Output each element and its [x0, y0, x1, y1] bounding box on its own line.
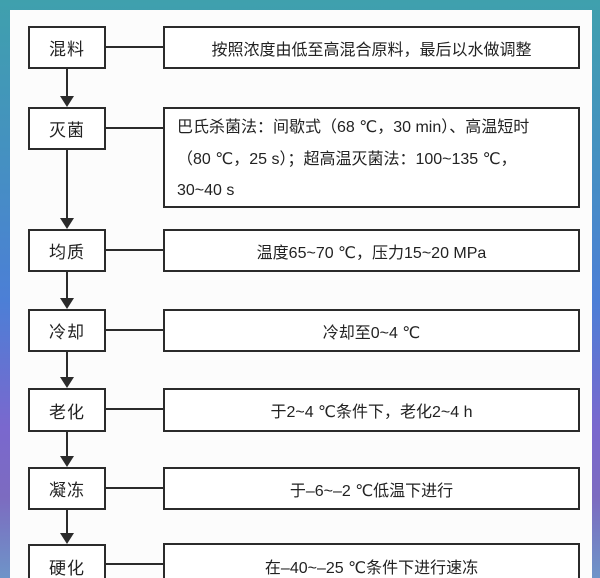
connector-line-aging: [106, 408, 163, 410]
step-box-hardening: 硬化: [28, 544, 106, 578]
arrow-shaft: [66, 432, 68, 457]
desc-box-sterilization: 巴氏杀菌法：间歇式（68 ℃，30 min）、高温短时 （80 ℃，25 s）；…: [163, 107, 580, 208]
arrowhead-icon: [60, 533, 74, 544]
arrow-shaft: [66, 352, 68, 378]
arrowhead-icon: [60, 456, 74, 467]
connector-line-mixing: [106, 46, 163, 48]
arrow-down-icon: [60, 69, 74, 107]
connector-line-freezing: [106, 487, 163, 489]
desc-box-mixing: 按照浓度由低至高混合原料，最后以水做调整: [163, 26, 580, 69]
desc-box-cooling: 冷却至0~4 ℃: [163, 309, 580, 352]
arrowhead-icon: [60, 96, 74, 107]
desc-line: （80 ℃，25 s）；超高温灭菌法：100~135 ℃，: [177, 150, 517, 168]
arrow-down-icon: [60, 432, 74, 467]
step-box-aging: 老化: [28, 388, 106, 432]
desc-box-aging: 于2~4 ℃条件下，老化2~4 h: [163, 388, 580, 432]
connector-line-homogenization: [106, 249, 163, 251]
desc-line: 巴氏杀菌法：间歇式（68 ℃，30 min）、高温短时: [177, 119, 530, 136]
desc-box-freezing: 于–6~–2 ℃低温下进行: [163, 467, 580, 510]
arrow-shaft: [66, 510, 68, 534]
step-box-cooling: 冷却: [28, 309, 106, 352]
arrow-down-icon: [60, 352, 74, 388]
arrow-shaft: [66, 272, 68, 299]
arrow-down-icon: [60, 510, 74, 544]
connector-line-cooling: [106, 329, 163, 331]
desc-box-hardening: 在–40~–25 ℃条件下进行速冻: [163, 543, 580, 578]
connector-line-sterilization: [106, 127, 163, 129]
arrowhead-icon: [60, 298, 74, 309]
flowchart-panel: 混料 按照浓度由低至高混合原料，最后以水做调整 灭菌 巴氏杀菌法：间歇式（68 …: [10, 10, 592, 578]
arrow-shaft: [66, 69, 68, 97]
step-box-homogenization: 均质: [28, 229, 106, 272]
arrow-down-icon: [60, 272, 74, 309]
step-box-freezing: 凝冻: [28, 467, 106, 510]
arrowhead-icon: [60, 377, 74, 388]
desc-box-homogenization: 温度65~70 ℃，压力15~20 MPa: [163, 229, 580, 272]
arrow-down-icon: [60, 150, 74, 229]
connector-line-hardening: [106, 563, 163, 565]
desc-line: 30~40 s: [177, 182, 235, 199]
step-box-mixing: 混料: [28, 26, 106, 69]
step-box-sterilization: 灭菌: [28, 107, 106, 150]
arrow-shaft: [66, 150, 68, 219]
arrowhead-icon: [60, 218, 74, 229]
